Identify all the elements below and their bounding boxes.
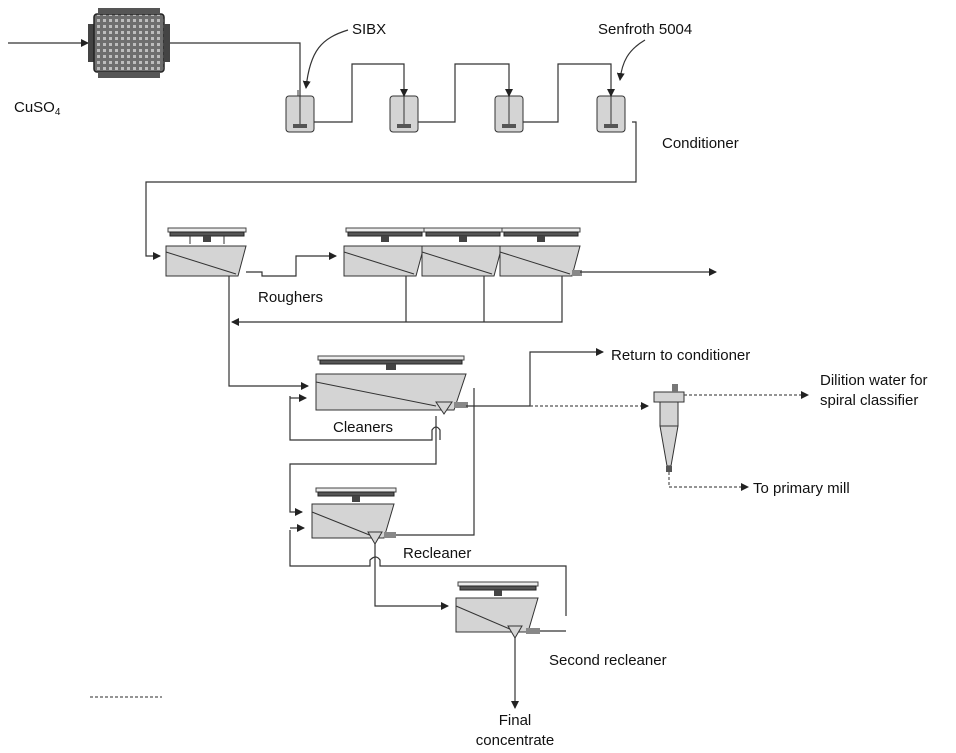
rougher-cell-3 bbox=[421, 227, 503, 277]
conditioner-2-to-3 bbox=[418, 63, 513, 123]
label-to-primary-mill: To primary mill bbox=[753, 480, 850, 497]
mill-to-conditioner-1 bbox=[170, 42, 304, 119]
rougher-conc-to-cleaners bbox=[228, 276, 309, 390]
senfroth-addition-arrow bbox=[616, 39, 646, 81]
label-dilution-line2: spiral classifier bbox=[820, 392, 918, 409]
cyclone-underflow-arrow bbox=[668, 472, 749, 491]
label-senfroth: Senfroth 5004 bbox=[598, 21, 692, 38]
label-cleaners: Cleaners bbox=[333, 419, 393, 436]
rougher-cell-1 bbox=[165, 227, 247, 277]
cleaner-recycle bbox=[289, 396, 441, 441]
label-second-recleaner: Second recleaner bbox=[549, 652, 667, 669]
conditioner-1-to-2 bbox=[314, 63, 408, 123]
mill-drum bbox=[8, 8, 170, 78]
label-return-to-conditioner: Return to conditioner bbox=[611, 347, 750, 364]
label-sibx: SIBX bbox=[352, 21, 386, 38]
conditioner-tank-4 bbox=[596, 95, 626, 133]
recleaner-to-second-recleaner bbox=[374, 544, 449, 610]
rougher-cell-4 bbox=[499, 227, 582, 277]
cleaner-cell bbox=[315, 355, 468, 415]
rougher-1-to-rougher-2 bbox=[246, 252, 337, 277]
rougher-return-loop bbox=[232, 276, 563, 322]
conditioner-tank-1 bbox=[285, 90, 315, 133]
recleaner-tail-to-cleaner bbox=[396, 396, 475, 536]
label-cuso4: CuSO4 bbox=[14, 99, 61, 118]
second-recleaner-cell bbox=[455, 581, 540, 639]
label-roughers: Roughers bbox=[258, 289, 323, 306]
label-recleaner: Recleaner bbox=[403, 545, 471, 562]
recleaner-cell bbox=[311, 487, 397, 545]
conditioner-tank-2 bbox=[389, 95, 419, 133]
conditioner-tank-3 bbox=[494, 95, 524, 133]
conditioner-to-roughers bbox=[145, 121, 637, 260]
label-final-line1: Final bbox=[499, 712, 532, 729]
sibx-addition-arrow bbox=[302, 29, 349, 89]
rougher-cell-2 bbox=[343, 227, 425, 277]
label-conditioner: Conditioner bbox=[662, 135, 739, 152]
label-final-line2: concentrate bbox=[476, 732, 554, 749]
cleaner-to-recleaner bbox=[289, 416, 437, 516]
conditioner-3-to-4 bbox=[523, 63, 615, 123]
hydrocyclone bbox=[653, 384, 685, 472]
label-dilution-line1: Dilition water for bbox=[820, 372, 928, 389]
cleaner-tail-return bbox=[466, 348, 604, 407]
